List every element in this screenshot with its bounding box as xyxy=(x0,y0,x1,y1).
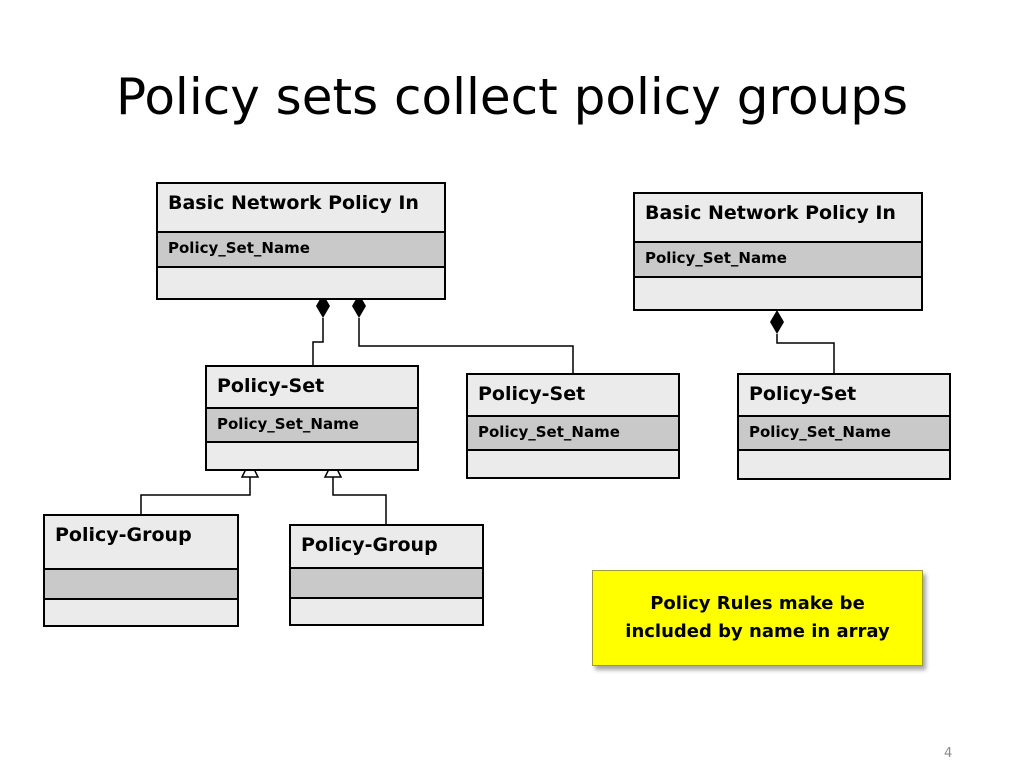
class-operations xyxy=(468,451,678,477)
class-operations xyxy=(291,599,482,624)
composition-diamond-ps3 xyxy=(770,310,784,334)
class-attribute xyxy=(291,569,482,599)
generalization-line-pg2 xyxy=(332,477,387,525)
generalization-line-pg1 xyxy=(140,477,251,515)
class-name: Policy-Set xyxy=(468,375,678,417)
class-name: Policy-Group xyxy=(291,526,482,569)
note-text: Policy Rules make be included by name in… xyxy=(625,593,890,642)
class-attribute: Policy_Set_Name xyxy=(739,417,949,451)
class-name: Basic Network Policy In xyxy=(158,184,444,233)
class-operations xyxy=(45,600,237,625)
class-box-policy-group-2: Policy-Group xyxy=(289,524,484,626)
class-name: Policy-Group xyxy=(45,516,237,570)
composition-line-ps3 xyxy=(776,334,835,374)
class-attribute: Policy_Set_Name xyxy=(635,243,921,278)
class-attribute: Policy_Set_Name xyxy=(207,409,417,443)
class-box-policy-group-1: Policy-Group xyxy=(43,514,239,627)
composition-diamond-ps1 xyxy=(316,294,330,318)
class-attribute: Policy_Set_Name xyxy=(158,233,444,268)
composition-line-ps1 xyxy=(312,318,324,366)
class-box-basic-network-policy-right: Basic Network Policy In Policy_Set_Name xyxy=(633,192,923,311)
class-attribute: Policy_Set_Name xyxy=(468,417,678,451)
composition-diamond-ps2 xyxy=(352,294,366,318)
class-box-policy-set-1: Policy-Set Policy_Set_Name xyxy=(205,365,419,471)
class-name: Basic Network Policy In xyxy=(635,194,921,243)
class-operations xyxy=(635,278,921,309)
class-box-policy-set-3: Policy-Set Policy_Set_Name xyxy=(737,373,951,480)
slide-number: 4 xyxy=(944,746,953,761)
class-operations xyxy=(207,443,417,469)
class-box-policy-set-2: Policy-Set Policy_Set_Name xyxy=(466,373,680,479)
composition-line-ps2 xyxy=(358,318,574,374)
class-operations xyxy=(739,451,949,478)
class-operations xyxy=(158,268,444,298)
note-callout: Policy Rules make be included by name in… xyxy=(592,570,923,666)
class-attribute xyxy=(45,570,237,600)
class-name: Policy-Set xyxy=(207,367,417,409)
slide-title: Policy sets collect policy groups xyxy=(115,68,909,126)
class-box-basic-network-policy-left: Basic Network Policy In Policy_Set_Name xyxy=(156,182,446,300)
class-name: Policy-Set xyxy=(739,375,949,417)
